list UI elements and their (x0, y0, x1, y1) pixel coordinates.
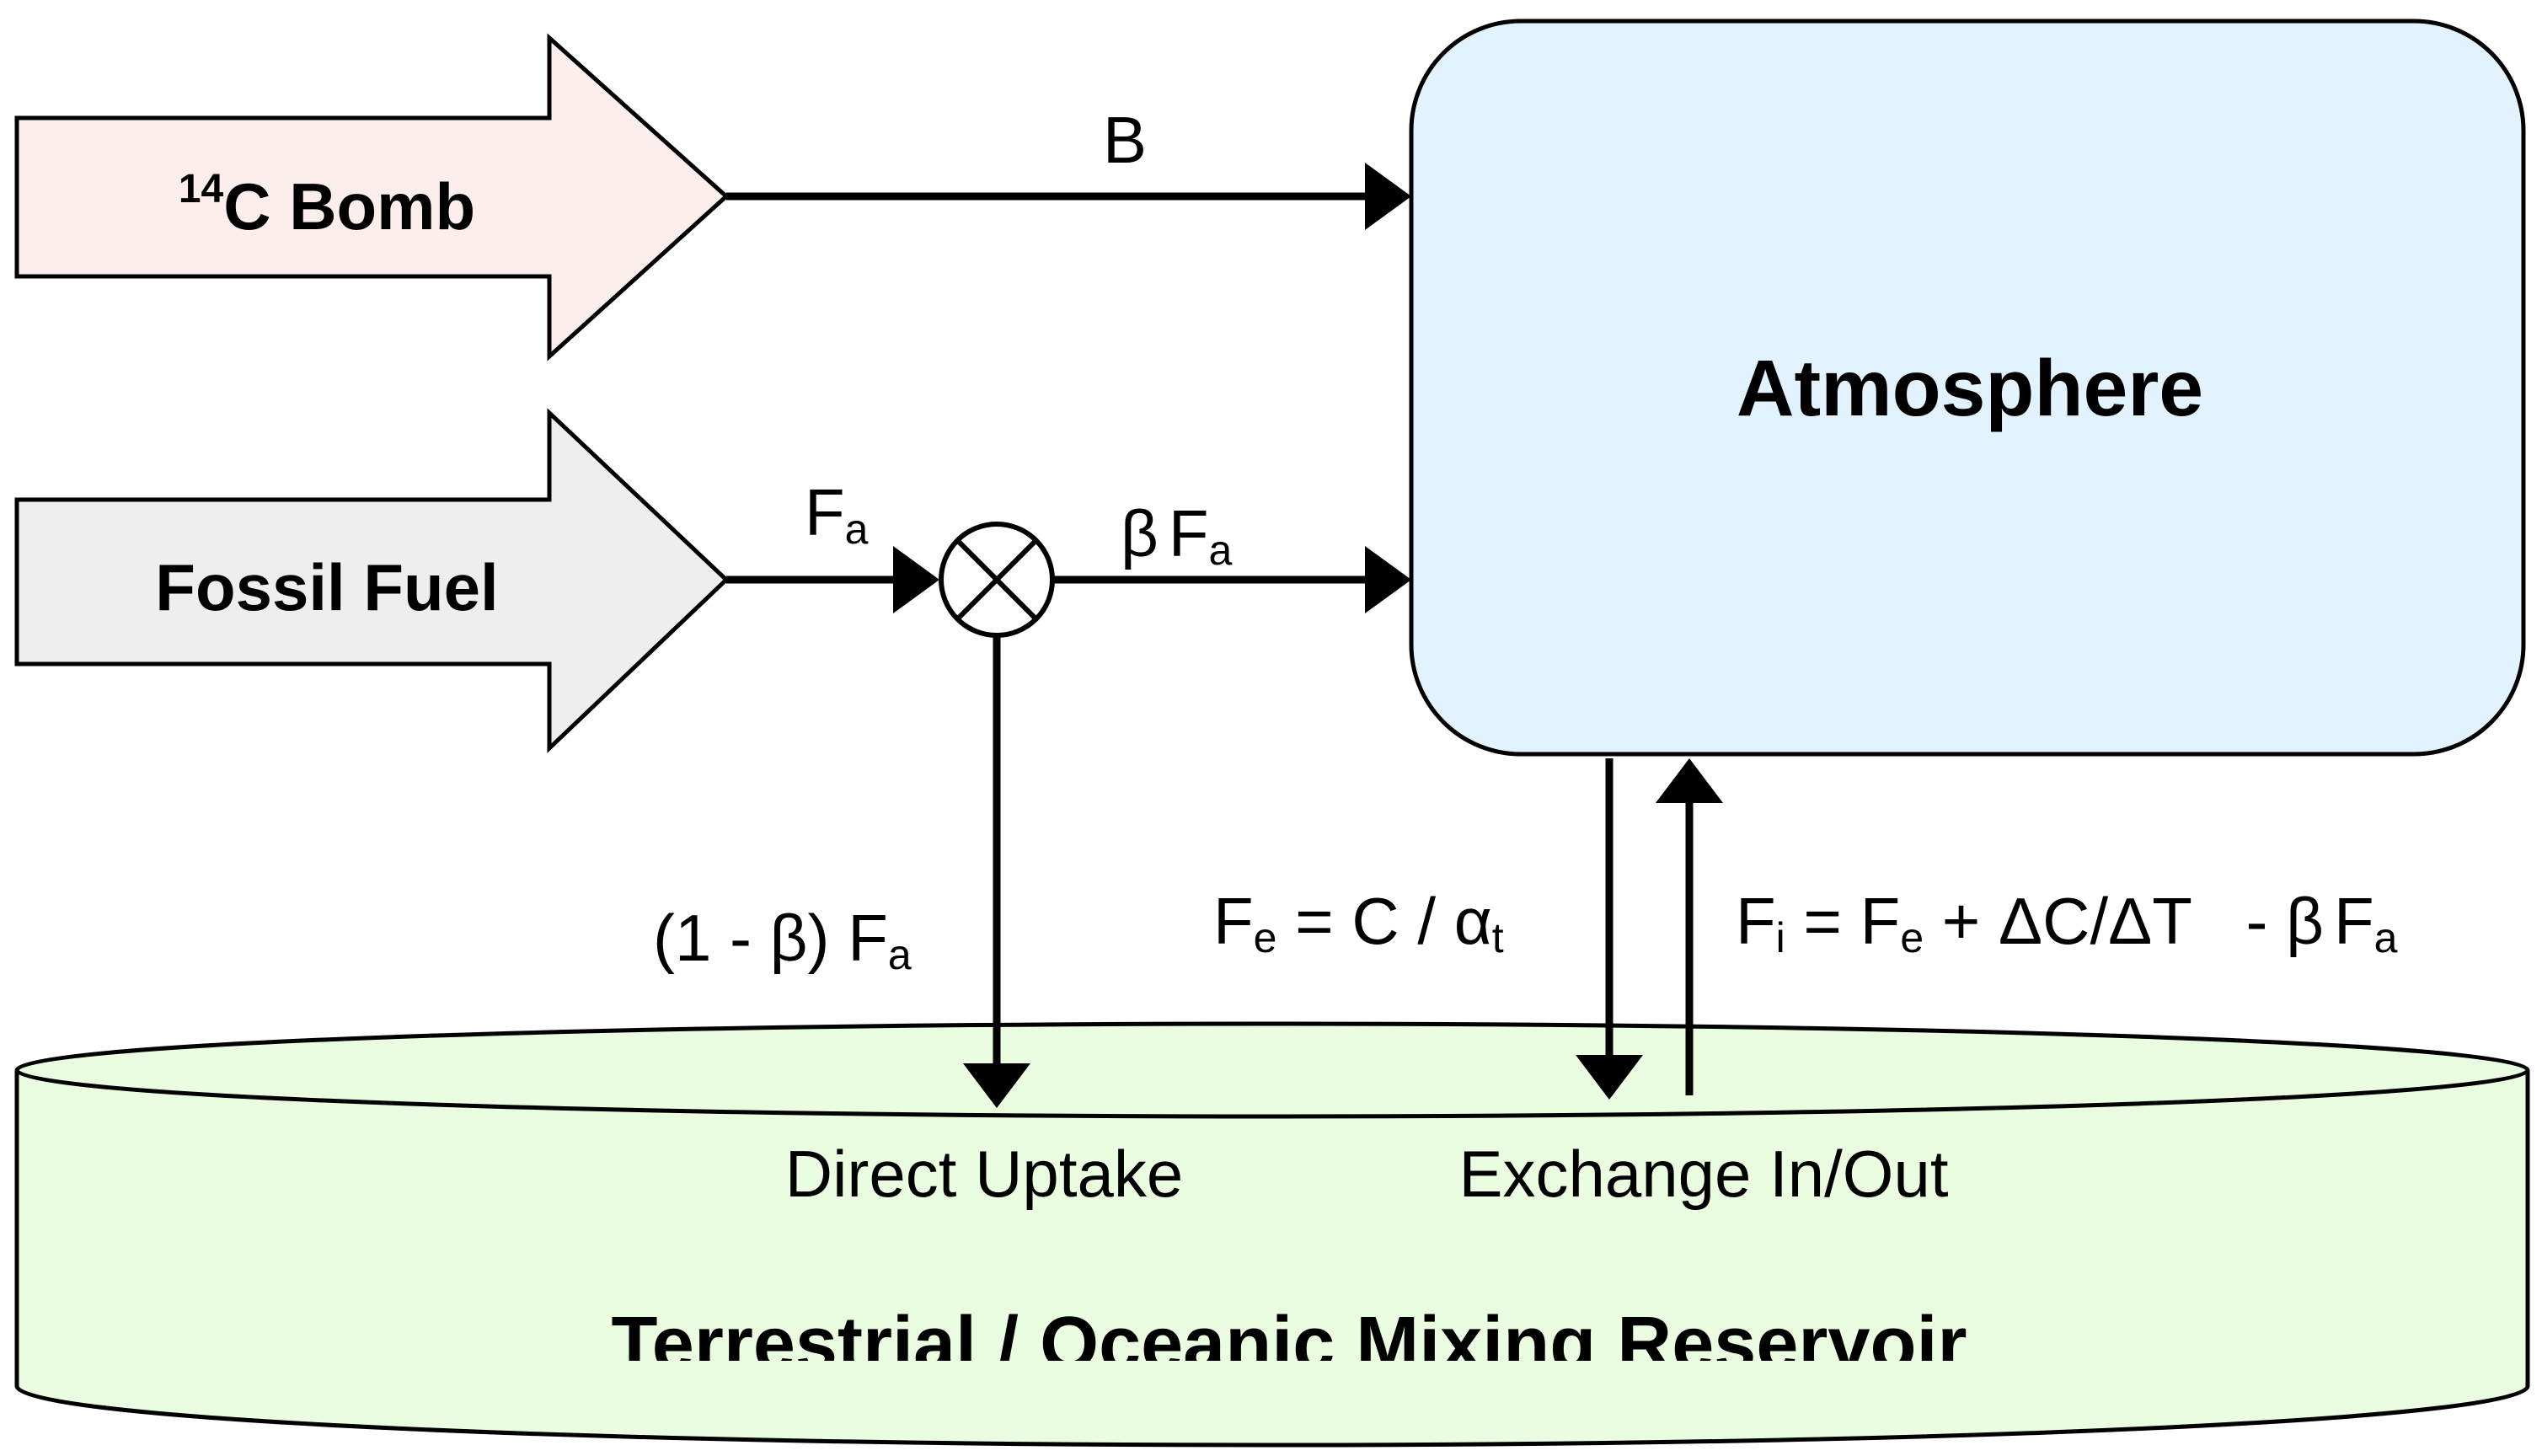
bomb-flow-label: B (1103, 103, 1147, 177)
reservoir-label: Terrestrial / Oceanic Mixing Reservoir (611, 1302, 1967, 1386)
direct-uptake-label: Direct Uptake (785, 1137, 1184, 1211)
multiply-junction-icon (939, 522, 1055, 638)
exchange-label: Exchange In/Out (1458, 1137, 1948, 1211)
bomb-flow-arrow: B (726, 103, 1411, 230)
fossil-flow-arrow: Fa (726, 475, 939, 613)
bomb-label: 14C Bomb (179, 167, 475, 244)
atmosphere-label: Atmosphere (1737, 344, 2203, 433)
fossil-input: Fossil Fuel (14, 408, 730, 753)
reservoir-top (14, 1021, 2530, 1119)
fossil-flow-arrowhead (893, 546, 939, 613)
uptake-flow-label: (1 - β) Fa (653, 901, 912, 978)
reservoir-cylinder: Terrestrial / Oceanic Mixing Reservoir D… (14, 1021, 2530, 1448)
bomb-label-sup: 14 (179, 167, 224, 211)
bomb-flow-arrowhead (1365, 163, 1411, 230)
reservoir-body (14, 1070, 2530, 1448)
exchange-out-arrow: Fe = C / αt (1213, 758, 1643, 1100)
exchange-out-label: Fe = C / αt (1213, 884, 1504, 961)
uptake-flow-arrowhead (963, 1063, 1030, 1108)
bomb-arrow-shape (14, 33, 730, 361)
uptake-flow-arrow: (1 - β) Fa (653, 635, 1030, 1108)
fossil-flow-label: Fa (805, 475, 869, 553)
bomb-label-text: C Bomb (223, 169, 475, 244)
fossil-arrow-shape (14, 408, 730, 753)
bomb-input: 14C Bomb (14, 33, 730, 361)
fossil-label: Fossil Fuel (155, 550, 498, 624)
beta-flow-arrowhead (1365, 546, 1411, 613)
atmosphere-box: Atmosphere (1409, 19, 2526, 757)
atmosphere-shape (1409, 19, 2526, 757)
exchange-out-arrowhead (1576, 1055, 1643, 1100)
exchange-in-arrowhead (1656, 758, 1723, 803)
